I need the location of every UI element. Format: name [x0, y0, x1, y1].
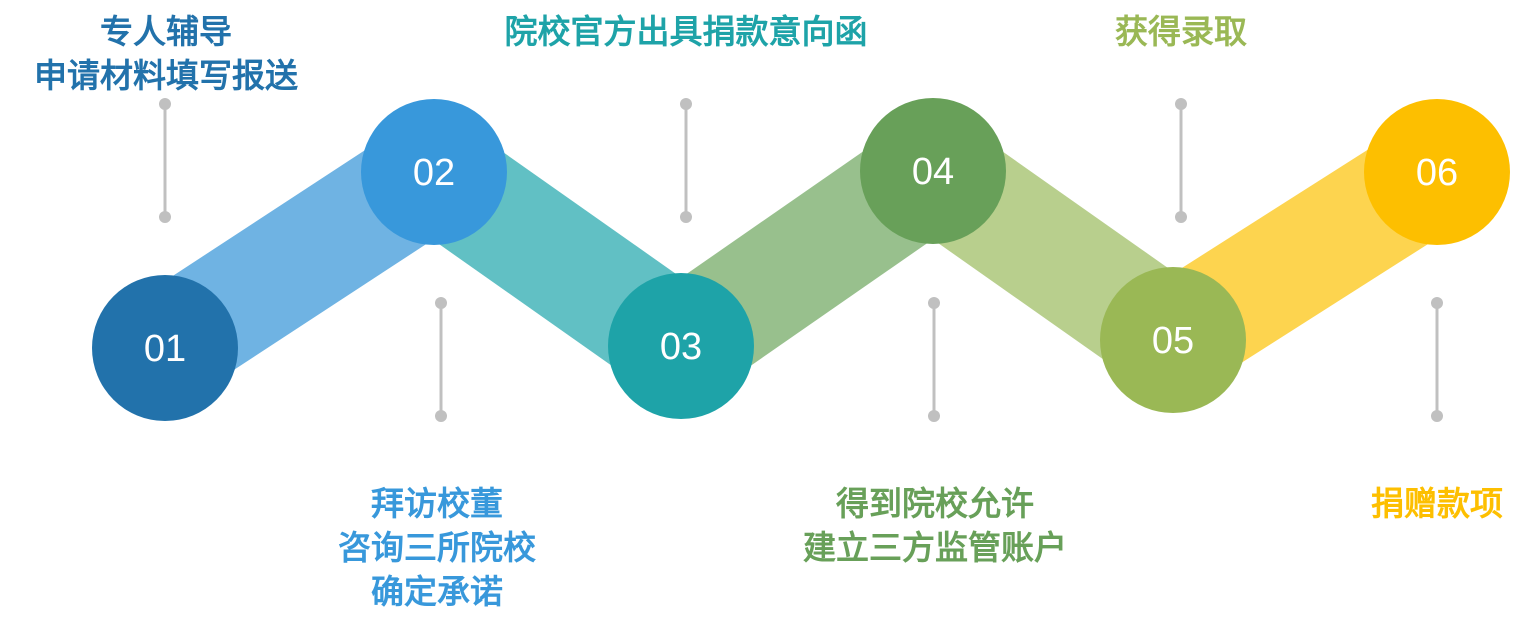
step-label-06: 捐赠款项 — [1371, 482, 1503, 526]
step-label-05-line-1: 获得录取 — [1115, 12, 1247, 51]
connector-dot-bottom — [928, 410, 940, 422]
step-node-01: 01 — [92, 275, 238, 421]
step-label-01-line-2: 申请材料填写报送 — [34, 56, 298, 95]
connector-dot-bottom — [1175, 211, 1187, 223]
connector-dot-top — [928, 297, 940, 309]
connector-dot-bottom — [1431, 410, 1443, 422]
step-label-05: 获得录取 — [1115, 10, 1247, 54]
step-label-04-line-2: 建立三方监管账户 — [803, 528, 1067, 567]
step-number: 06 — [1416, 152, 1458, 194]
step-label-04-line-1: 得到院校允许 — [836, 484, 1034, 523]
step-number: 04 — [912, 151, 954, 193]
step-label-02: 拜访校董 咨询三所院校 确定承诺 — [338, 482, 536, 614]
connector-dot-top — [159, 98, 171, 110]
connector-04 — [928, 297, 940, 422]
step-node-05: 05 — [1100, 267, 1246, 413]
step-label-04: 得到院校允许 建立三方监管账户 — [803, 482, 1067, 570]
connector-dot-bottom — [680, 211, 692, 223]
step-number: 01 — [144, 328, 186, 370]
step-node-03: 03 — [608, 273, 754, 419]
connector-dot-top — [435, 297, 447, 309]
connector-dot-bottom — [435, 410, 447, 422]
step-label-06-line-1: 捐赠款项 — [1371, 484, 1503, 523]
step-circle — [92, 275, 238, 421]
connector-dot-top — [1431, 297, 1443, 309]
connector-06 — [1431, 297, 1443, 422]
step-label-02-line-1: 拜访校董 — [371, 484, 503, 523]
step-node-02: 02 — [361, 99, 507, 245]
connector-dot-top — [1175, 98, 1187, 110]
step-circle — [1364, 99, 1510, 245]
step-circle — [608, 273, 754, 419]
connector-01 — [159, 98, 171, 223]
step-label-01-line-1: 专人辅导 — [100, 12, 232, 51]
connector-02 — [435, 297, 447, 422]
connector-dot-top — [680, 98, 692, 110]
connector-dot-bottom — [159, 211, 171, 223]
connector-03 — [680, 98, 692, 223]
step-number: 03 — [660, 326, 702, 368]
step-circle — [1100, 267, 1246, 413]
step-circles: 01 02 03 04 05 06 — [92, 98, 1510, 421]
step-label-03: 院校官方出具捐款意向函 — [505, 10, 868, 54]
step-label-01: 专人辅导 申请材料填写报送 — [34, 10, 298, 98]
step-node-04: 04 — [860, 98, 1006, 244]
step-circle — [860, 98, 1006, 244]
step-circle — [361, 99, 507, 245]
step-label-03-line-1: 院校官方出具捐款意向函 — [504, 12, 868, 51]
step-node-06: 06 — [1364, 99, 1510, 245]
connecting-bands — [134, 124, 1468, 395]
step-label-02-line-3: 确定承诺 — [371, 572, 503, 611]
step-number: 02 — [413, 152, 455, 194]
step-label-02-line-2: 咨询三所院校 — [338, 528, 536, 567]
step-number: 05 — [1152, 320, 1194, 362]
connector-05 — [1175, 98, 1187, 223]
connector-lines — [159, 98, 1443, 422]
